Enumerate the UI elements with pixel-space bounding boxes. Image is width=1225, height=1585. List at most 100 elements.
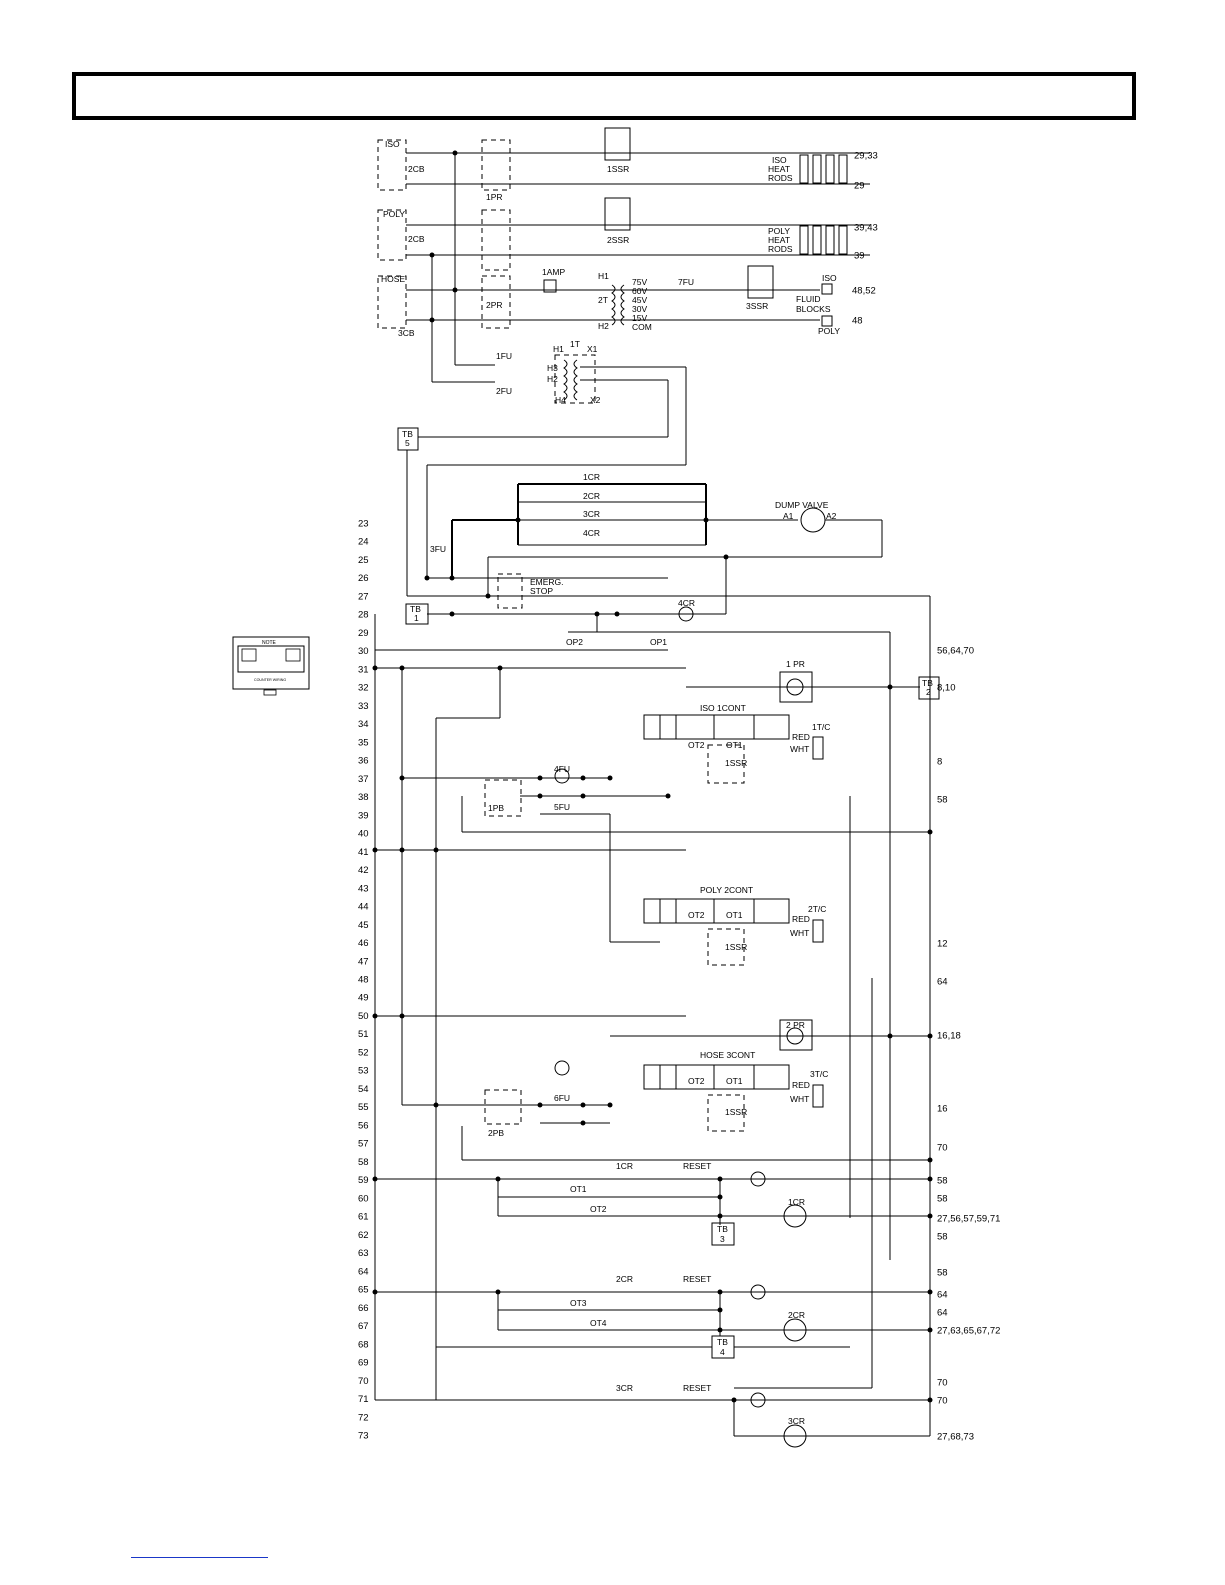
ssr3-label: 3SSR [746,301,768,311]
ot4-label: OT4 [590,1318,607,1328]
cr1-label: 1CR [583,472,600,482]
rung-number: 41 [358,847,369,858]
cr4coil-label: 4CR [678,598,695,608]
wht-label-2: WHT [790,928,809,938]
reset-label-3: RESET [683,1383,711,1393]
rung-number: 64 [358,1266,369,1277]
cross-reference: 27,68,73 [937,1432,974,1443]
rung-number: 44 [358,902,369,913]
ssr-c: 1SSR [725,1107,747,1117]
v75-label: 75V [632,277,647,287]
rung-number: 39 [358,810,369,821]
iso-breaker-box [377,139,407,191]
rung-number: 35 [358,737,369,748]
cross-reference: 29,33 [854,151,878,162]
cross-reference: 58 [937,1194,948,1205]
pr1-label: 1PR [486,192,503,202]
heat-label: HEAT [768,164,790,174]
op2-label: OP2 [566,637,583,647]
iso-cont-label: ISO 1CONT [700,703,746,713]
rung-number: 28 [358,610,369,621]
emerg-label: EMERG. [530,577,564,587]
rung-number: 43 [358,883,369,894]
rung-number: 62 [358,1230,369,1241]
t1-label: 1T [570,339,580,349]
hose-ot1: OT1 [726,1076,743,1086]
tb1-label: TB [410,604,421,614]
cr2-contact-label: 2CR [616,1274,633,1284]
cr3-contact-label: 3CR [616,1383,633,1393]
poly-heat-rods [799,225,848,255]
poly-ot1: OT1 [726,910,743,920]
tb3-label: TB [717,1224,728,1234]
amp1-label: 1AMP [542,267,565,277]
dump-a2: A2 [826,511,837,521]
control-ladder [372,483,940,1448]
t1h3-label: H3 [547,363,558,373]
rung-number: 58 [358,1157,369,1168]
ot3-label: OT3 [570,1298,587,1308]
rung-number: 70 [358,1376,369,1387]
v60-label: 60V [632,286,647,296]
tb4-label: TB [717,1337,728,1347]
h1-label: H1 [598,271,609,281]
tb3-num: 3 [720,1234,725,1244]
poly-breaker-box [377,209,407,261]
cross-reference: 16 [937,1104,948,1115]
x2-label: X2 [590,395,601,405]
cross-reference: 27,63,65,67,72 [937,1326,1000,1337]
fu4-label: 4FU [554,764,570,774]
cr1-contact-label: 1CR [616,1161,633,1171]
title-frame [72,72,1136,120]
fu1-label: 1FU [496,351,512,361]
wht-label-1: WHT [790,744,809,754]
ot2-label: OT2 [590,1204,607,1214]
rung-number: 32 [358,683,369,694]
red-label-1: RED [792,732,810,742]
tb2-num: 2 [926,687,931,697]
rung-number: 34 [358,719,369,730]
cross-reference: 8 [937,757,942,768]
rung-number: 71 [358,1394,369,1405]
cross-references: 29,332939,433948,524856,64,708,108581264… [852,151,1000,1443]
stop-label: STOP [530,586,553,596]
power-section [377,127,870,596]
cross-reference: 16,18 [937,1031,961,1042]
cr3-coil-label: 3CR [788,1416,805,1426]
reset-label-2: RESET [683,1274,711,1284]
rung-number: 60 [358,1193,369,1204]
footer-link-underline[interactable] [131,1557,268,1558]
tc2-label: 2T/C [808,904,826,914]
rung-number: 31 [358,664,369,675]
cross-reference: 58 [937,1176,948,1187]
cross-reference: 48,52 [852,286,876,297]
cross-reference: 64 [937,1290,948,1301]
cross-reference: 39 [854,251,865,262]
ssr-a: 1SSR [725,758,747,768]
rung-numbers: 2324252627282930313233343536373839404142… [358,519,369,1442]
rung-number: 36 [358,756,369,767]
component-labels: ISO POLY HOSE 2CB 2CB 3CB 1PR 2PR 1SSR 2… [381,139,933,1426]
rung-number: 29 [358,628,369,639]
iso-label: ISO [385,139,400,149]
pb1-label: 1PB [488,803,504,813]
rung-number: 49 [358,993,369,1004]
v30-label: 30V [632,304,647,314]
hose-ot2: OT2 [688,1076,705,1086]
t1h4-label: H4 [555,395,566,405]
tb4-num: 4 [720,1347,725,1357]
rung-number: 55 [358,1102,369,1113]
cross-reference: 39,43 [854,223,878,234]
rung-number: 40 [358,829,369,840]
rung-number: 52 [358,1048,369,1059]
v15-label: 15V [632,313,647,323]
rung-number: 66 [358,1303,369,1314]
fu3-label: 3FU [430,544,446,554]
rung-number: 68 [358,1339,369,1350]
cr3-label: 3CR [583,509,600,519]
cross-reference: 27,56,57,59,71 [937,1214,1000,1225]
reset-label-1: RESET [683,1161,711,1171]
t1h2-label: H2 [547,374,558,384]
note-title: NOTE [262,640,277,646]
rung-number: 53 [358,1066,369,1077]
